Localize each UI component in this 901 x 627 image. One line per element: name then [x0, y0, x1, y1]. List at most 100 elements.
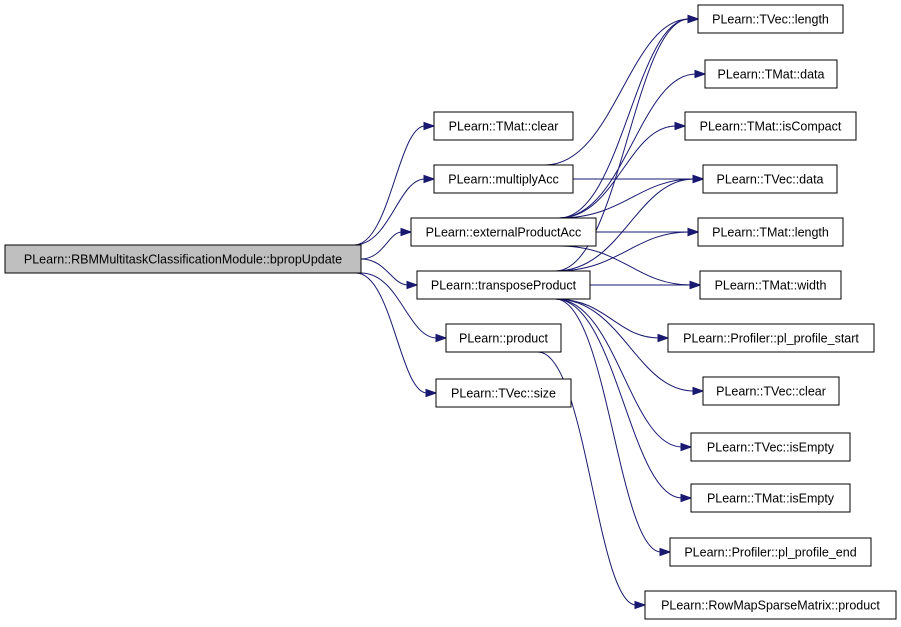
node-multiplyacc-label: PLearn::multiplyAcc [448, 173, 558, 187]
node-externalproductacc-label: PLearn::externalProductAcc [426, 226, 582, 240]
node-profiler-start[interactable]: PLearn::Profiler::pl_profile_start [667, 323, 875, 353]
edge-transposeproduct-to-tvec_length [555, 18, 690, 272]
edge [353, 121, 436, 246]
node-tvec-data-label: PLearn::TVec::data [716, 173, 823, 187]
edge-transposeproduct-to-profiler_start [555, 298, 660, 339]
edge-product-to-rowmap_product [537, 351, 637, 606]
edge [545, 14, 700, 166]
node-tvec-isempty-label: PLearn::TVec::isEmpty [707, 441, 835, 455]
node-tmat-iscompact-label: PLearn::TMat::isCompact [700, 120, 842, 134]
node-tvec-data[interactable]: PLearn::TVec::data [702, 164, 838, 194]
edge [555, 298, 672, 557]
edge [555, 227, 700, 272]
edge-root-to-multiplyacc [353, 178, 426, 246]
edge [355, 272, 438, 398]
edge-root-to-tmat_clear [353, 125, 426, 246]
edge-root-to-tvec_size [355, 272, 428, 394]
node-tvec-length[interactable]: PLearn::TVec::length [697, 4, 844, 34]
node-transposeproduct[interactable]: PLearn::transposeProduct [416, 270, 591, 300]
node-tmat-isempty-label: PLearn::TMat::isEmpty [707, 492, 835, 506]
node-product[interactable]: PLearn::product [445, 323, 562, 353]
edge [360, 258, 419, 290]
node-externalproductacc[interactable]: PLearn::externalProductAcc [410, 217, 597, 247]
node-tvec-clear-label: PLearn::TVec::clear [716, 385, 826, 399]
node-tvec-size-label: PLearn::TVec::size [451, 387, 556, 401]
node-transposeproduct-label: PLearn::transposeProduct [431, 279, 577, 293]
node-profiler-end[interactable]: PLearn::Profiler::pl_profile_end [669, 537, 872, 567]
node-root-label: PLearn::RBMMultitaskClassificationModule… [24, 253, 342, 267]
edge-arrowhead-transposeproduct-to-tvec_isempty [680, 442, 693, 452]
edge-arrowhead-transposeproduct-to-tmat_width [689, 280, 702, 290]
node-root[interactable]: PLearn::RBMMultitaskClassificationModule… [4, 244, 362, 274]
edge [360, 227, 413, 260]
node-tvec-isempty[interactable]: PLearn::TVec::isEmpty [690, 432, 851, 462]
edge-transposeproduct-to-tvec_clear [555, 298, 695, 392]
edge-transposeproduct-to-profiler_end [555, 298, 662, 553]
node-multiplyacc[interactable]: PLearn::multiplyAcc [433, 164, 574, 194]
edge [353, 174, 436, 246]
edge-multiplyacc-to-tvec_length [545, 18, 690, 166]
edge-arrowhead-root-to-externalproductacc [400, 227, 413, 237]
node-tmat-width[interactable]: PLearn::TMat::width [699, 270, 842, 300]
edge [537, 351, 647, 610]
edge-arrowhead-transposeproduct-to-tvec_data [692, 174, 705, 184]
edge-transposeproduct-to-tmat_isempty [555, 298, 683, 499]
edge-layer [353, 14, 707, 610]
edge-root-to-transposeproduct [360, 258, 409, 286]
edge [555, 298, 693, 452]
edge-externalproductacc-to-tvec_data [558, 178, 695, 219]
edge [360, 272, 448, 343]
node-tmat-data-label: PLearn::TMat::data [717, 68, 824, 82]
edge-arrowhead-transposeproduct-to-tvec_clear [692, 386, 705, 396]
edge-arrowhead-transposeproduct-to-tmat_isempty [680, 493, 693, 503]
node-tmat-clear-label: PLearn::TMat::clear [449, 120, 559, 134]
edge-externalproductacc-to-tmat_data [558, 73, 697, 219]
edge-transposeproduct-to-tmat_length [555, 231, 690, 272]
edge [590, 280, 702, 290]
edge-root-to-externalproductacc [360, 231, 403, 260]
edge [558, 121, 687, 219]
edge [555, 298, 705, 396]
node-profiler-start-label: PLearn::Profiler::pl_profile_start [683, 332, 859, 346]
node-profiler-end-label: PLearn::Profiler::pl_profile_end [684, 546, 856, 560]
edge [555, 298, 693, 503]
node-tmat-iscompact[interactable]: PLearn::TMat::isCompact [684, 111, 857, 141]
node-tmat-length-label: PLearn::TMat::length [712, 226, 829, 240]
edge-arrowhead-product-to-rowmap_product [634, 600, 647, 610]
edge [558, 14, 700, 219]
edge-arrowhead-externalproductacc-to-tmat_iscompact [674, 121, 687, 131]
node-rowmap-product[interactable]: PLearn::RowMapSparseMatrix::product [644, 590, 897, 620]
edge [555, 14, 700, 272]
node-layer: PLearn::RBMMultitaskClassificationModule… [4, 4, 897, 620]
node-tvec-size[interactable]: PLearn::TVec::size [435, 378, 572, 408]
node-product-label: PLearn::product [459, 332, 548, 346]
node-tvec-clear[interactable]: PLearn::TVec::clear [702, 376, 840, 406]
edge [558, 69, 707, 219]
edge-arrowhead-transposeproduct-to-tvec_length [687, 14, 700, 24]
edge [555, 174, 705, 272]
edge-arrowhead-root-to-product [435, 333, 448, 343]
edge-externalproductacc-to-tmat_iscompact [558, 125, 677, 219]
edge-root-to-product [360, 272, 438, 339]
edge-transposeproduct-to-tvec_isempty [555, 298, 683, 448]
edge-arrowhead-root-to-multiplyacc [423, 174, 436, 184]
edge-transposeproduct-to-tvec_data [555, 178, 695, 272]
edge-arrowhead-transposeproduct-to-profiler_start [657, 333, 670, 343]
edge-arrowhead-transposeproduct-to-tmat_length [687, 227, 700, 237]
edge-externalproductacc-to-tmat_width [558, 245, 692, 286]
node-tmat-data[interactable]: PLearn::TMat::data [704, 59, 838, 89]
node-tmat-isempty[interactable]: PLearn::TMat::isEmpty [690, 483, 851, 513]
edge [555, 298, 670, 343]
node-tmat-length[interactable]: PLearn::TMat::length [697, 217, 844, 247]
edge-arrowhead-root-to-tvec_size [425, 388, 438, 398]
edge-arrowhead-transposeproduct-to-profiler_end [659, 547, 672, 557]
edge-arrowhead-root-to-transposeproduct [406, 280, 419, 290]
edge-arrowhead-externalproductacc-to-tmat_data [694, 69, 707, 79]
node-tvec-length-label: PLearn::TVec::length [712, 13, 829, 27]
edge-arrowhead-root-to-tmat_clear [423, 121, 436, 131]
node-rowmap-product-label: PLearn::RowMapSparseMatrix::product [661, 599, 880, 613]
node-tmat-clear[interactable]: PLearn::TMat::clear [433, 111, 574, 141]
edge-externalproductacc-to-tvec_length [558, 18, 690, 219]
node-tmat-width-label: PLearn::TMat::width [715, 279, 827, 293]
